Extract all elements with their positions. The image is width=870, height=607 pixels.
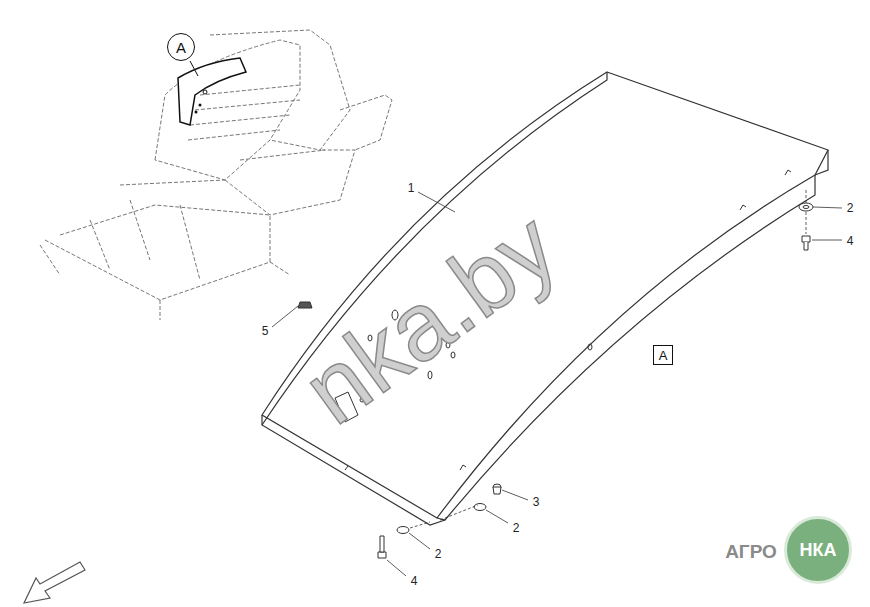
callout-number: 2	[435, 548, 442, 560]
direction-arrow	[24, 562, 85, 603]
highlighted-panel	[178, 58, 246, 125]
node-text: A	[176, 40, 186, 55]
callout-number: 5	[262, 325, 269, 337]
callout-number: 1	[408, 182, 415, 194]
callout-number: 4	[411, 575, 418, 587]
leader-lines	[272, 192, 842, 576]
cover-panel	[262, 72, 828, 525]
logo-text: АГРО	[725, 542, 777, 561]
view-callout-box: A	[653, 345, 673, 365]
callout-number: 4	[847, 235, 854, 247]
machine-overview	[40, 30, 392, 320]
callout-number: 2	[847, 202, 854, 214]
view-callout-circle: A	[167, 33, 195, 61]
logo-circle: НКА	[784, 516, 852, 584]
node-text: A	[659, 349, 668, 362]
node-text: НКА	[800, 541, 837, 559]
callout-number: 2	[513, 522, 520, 534]
leader-line	[190, 61, 198, 76]
callout-number: 3	[533, 496, 540, 508]
